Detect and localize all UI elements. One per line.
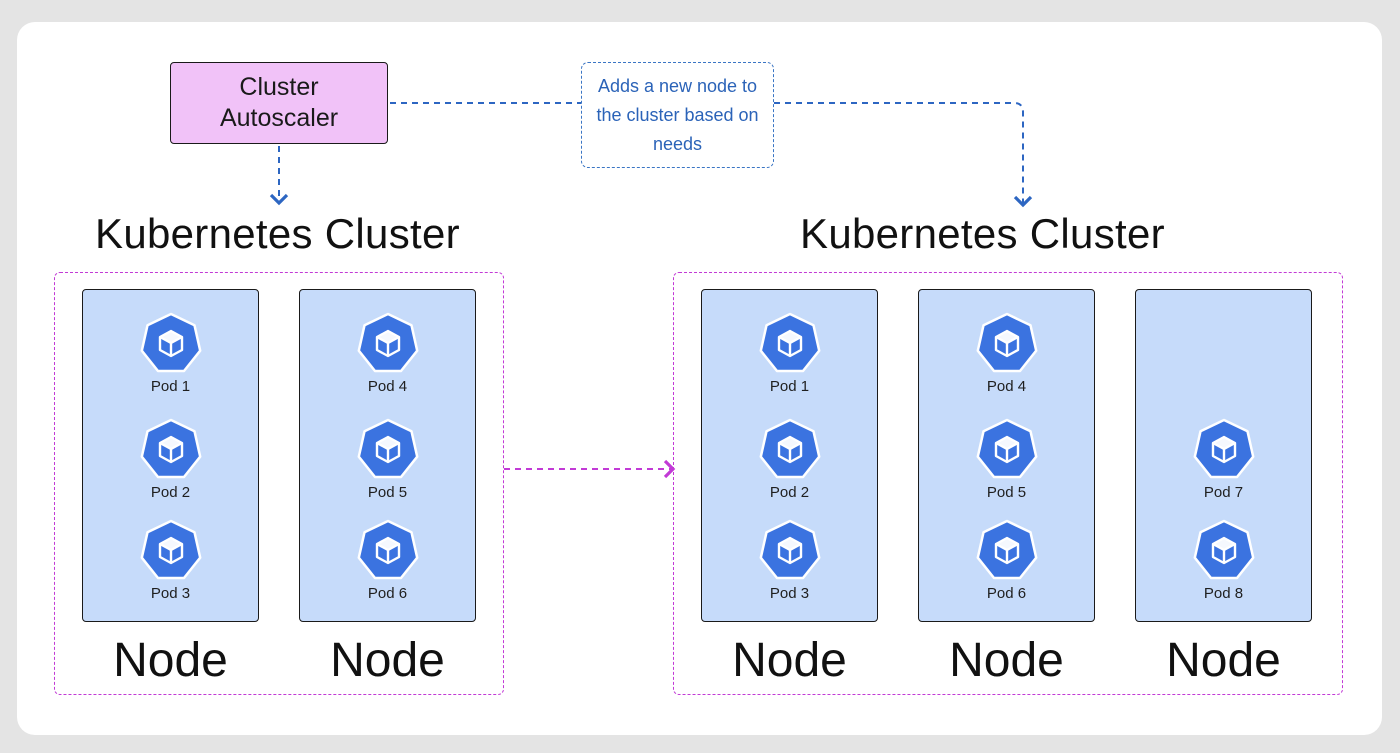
node-label: Node <box>732 634 847 687</box>
pod-label: Pod 1 <box>150 378 191 395</box>
pod: Pod 1 <box>83 312 258 400</box>
pod-icon <box>976 418 1038 479</box>
pod-label: Pod 7 <box>1203 484 1244 501</box>
node-box: Pod 1 Pod 2 Pod 3 <box>82 289 259 622</box>
pod-label: Pod 6 <box>986 585 1027 602</box>
pod: Pod 3 <box>702 519 877 607</box>
node-label: Node <box>330 634 445 687</box>
pod-label: Pod 4 <box>986 378 1027 395</box>
cluster-boundary <box>673 272 1343 695</box>
node-box: Pod 7 Pod 8 <box>1135 289 1312 622</box>
cluster-autoscaler-box: Cluster Autoscaler <box>170 62 388 144</box>
pod-label: Pod 2 <box>769 484 810 501</box>
pod-label: Pod 6 <box>367 585 408 602</box>
pod-label: Pod 5 <box>367 484 408 501</box>
pod-icon <box>357 418 419 479</box>
pod-icon <box>140 519 202 580</box>
node-box: Pod 1 Pod 2 Pod 3 <box>701 289 878 622</box>
pod-icon <box>357 519 419 580</box>
node-label: Node <box>113 634 228 687</box>
pod-icon <box>976 519 1038 580</box>
pod-icon <box>759 312 821 373</box>
pod-label: Pod 2 <box>150 484 191 501</box>
pod-icon <box>759 519 821 580</box>
node-box: Pod 4 Pod 5 Pod 6 <box>918 289 1095 622</box>
scaling-note: Adds a new node to the cluster based on … <box>581 62 774 168</box>
note-to-new-cluster-arrow <box>774 102 1033 208</box>
node-label: Node <box>1166 634 1281 687</box>
pod: Pod 2 <box>702 418 877 506</box>
pod: Pod 3 <box>83 519 258 607</box>
pod: Pod 4 <box>300 312 475 400</box>
pod-label: Pod 3 <box>769 585 810 602</box>
pod-icon <box>976 312 1038 373</box>
pod-icon <box>140 418 202 479</box>
pod: Pod 7 <box>1136 418 1311 506</box>
pod: Pod 2 <box>83 418 258 506</box>
pod: Pod 5 <box>919 418 1094 506</box>
pod: Pod 6 <box>919 519 1094 607</box>
pod-label: Pod 1 <box>769 378 810 395</box>
node-label: Node <box>949 634 1064 687</box>
pod: Pod 6 <box>300 519 475 607</box>
pod: Pod 8 <box>1136 519 1311 607</box>
cluster-title: Kubernetes Cluster <box>800 210 1165 257</box>
scaling-note-text: Adds a new node to the cluster based on … <box>596 75 759 154</box>
cluster-title: Kubernetes Cluster <box>95 210 460 257</box>
pod-label: Pod 8 <box>1203 585 1244 602</box>
pod-label: Pod 3 <box>150 585 191 602</box>
pod-icon <box>357 312 419 373</box>
pod-icon <box>1193 418 1255 479</box>
pod: Pod 1 <box>702 312 877 400</box>
pod-icon <box>1193 519 1255 580</box>
autoscaler-label: Cluster Autoscaler <box>219 73 339 132</box>
pod: Pod 5 <box>300 418 475 506</box>
cluster-boundary <box>54 272 504 695</box>
pod: Pod 4 <box>919 312 1094 400</box>
node-box: Pod 4 Pod 5 Pod 6 <box>299 289 476 622</box>
pod-label: Pod 4 <box>367 378 408 395</box>
pod-icon <box>759 418 821 479</box>
pod-icon <box>140 312 202 373</box>
pod-label: Pod 5 <box>986 484 1027 501</box>
